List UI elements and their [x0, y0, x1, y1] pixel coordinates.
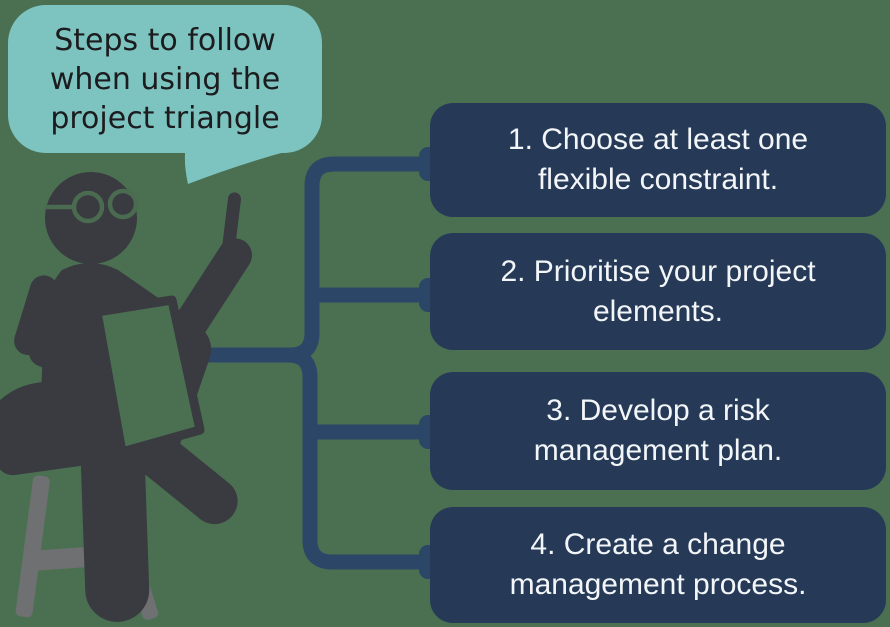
connector-branch-4 — [162, 347, 453, 570]
person-upper-arm — [14, 275, 58, 356]
person-forearm — [28, 336, 107, 388]
person-raised-arm — [170, 238, 253, 347]
step-3-label: 3. Develop a risk management plan. — [533, 394, 783, 467]
clipboard — [92, 295, 205, 457]
person-figure — [0, 172, 253, 622]
step-box-3: 3. Develop a risk management plan. — [430, 372, 886, 490]
step-box-1: 1. Choose at least one flexible constrai… — [430, 103, 886, 217]
step-4-label: 4. Create a change management process. — [509, 528, 807, 601]
speech-bubble: Steps to follow when using the project t… — [8, 5, 322, 153]
speech-bubble-tail — [184, 144, 292, 184]
step-1-label: 1. Choose at least one flexible constrai… — [507, 123, 809, 196]
step-box-2: 2. Prioritise your project elements. — [430, 233, 886, 350]
person-lower-leg — [80, 435, 150, 622]
connector-branch-1 — [162, 156, 453, 363]
glasses-icon — [45, 188, 139, 224]
stool-rung — [25, 546, 93, 572]
step-box-4: 4. Create a change management process. — [430, 507, 886, 623]
person-pointing-finger — [221, 192, 242, 257]
speech-bubble-text: Steps to follow when using the project t… — [49, 22, 281, 136]
step-2-label: 2. Prioritise your project elements. — [500, 254, 816, 328]
stool-leg-left — [15, 475, 50, 618]
